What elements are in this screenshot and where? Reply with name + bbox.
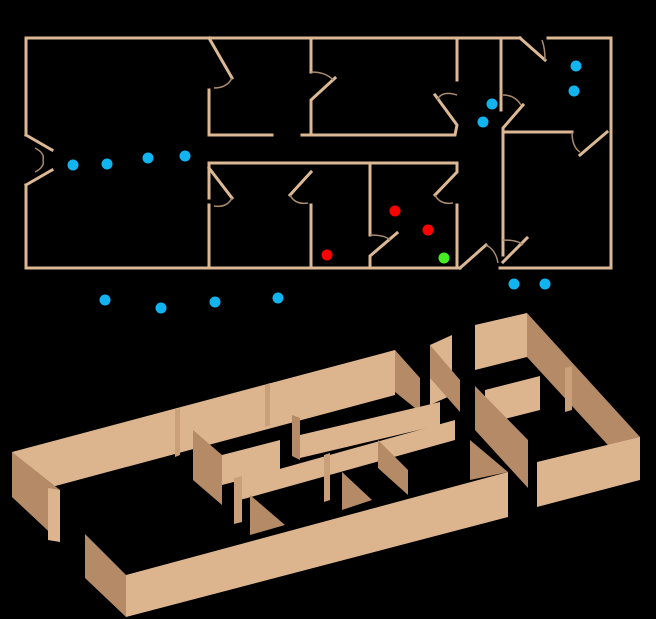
blue-markers (67, 60, 582, 314)
walls (23, 35, 613, 271)
floor-plan-2d (23, 35, 613, 314)
floor-plan-3d-model (12, 313, 640, 617)
door-swings (34, 39, 581, 264)
red-markers (321, 205, 434, 261)
green-marker (438, 252, 450, 264)
